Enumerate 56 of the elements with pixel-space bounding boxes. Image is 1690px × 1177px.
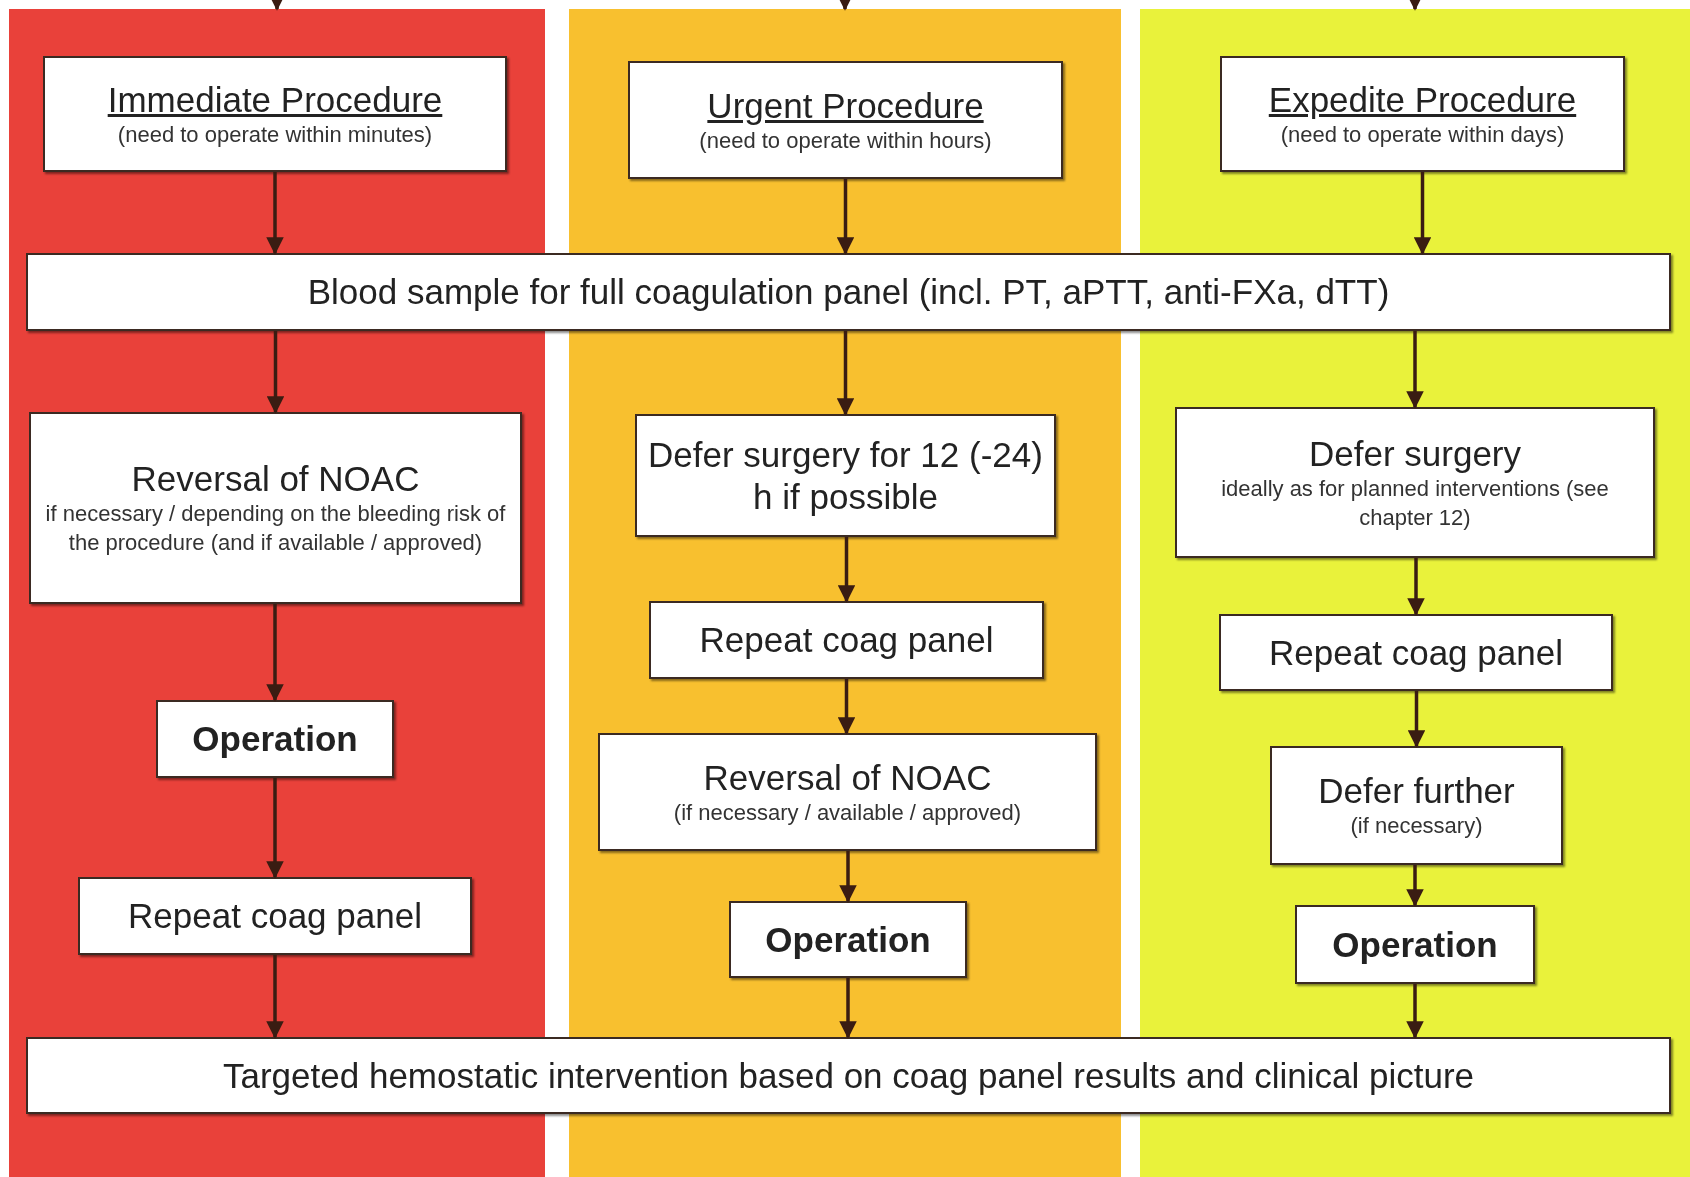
arrow [837,679,856,735]
box-title: Defer surgery [1309,432,1521,475]
arrow [837,537,856,603]
procedure-box [1220,56,1625,172]
arrow [1406,331,1424,409]
box-title: Operation [192,718,358,760]
box-title: Repeat coag panel [699,619,994,661]
arrow [1413,172,1432,255]
box-note: (need to operate within hours) [699,126,992,155]
arrow [1407,558,1425,616]
procedure-box [628,61,1063,179]
box-note: (need to operate within minutes) [117,120,433,149]
box-title: Repeat coag panel [128,895,422,937]
arrow [266,172,284,255]
box-title: Repeat coag panel [1269,631,1563,674]
process-box [1175,407,1655,558]
procedure-box [43,56,507,172]
box-title: Defer surgery for 12 (-24) h if possible [647,433,1044,518]
box-title: Reversal of NOAC [131,458,420,501]
process-box [1219,614,1613,691]
arrow [266,604,284,702]
arrow [1407,691,1426,748]
box-title: Defer further [1318,770,1515,813]
box-title: Reversal of NOAC [703,756,992,799]
box-note: (if necessary / available / approved) [673,798,1022,827]
box-title: Blood sample for full coagulation panel (incl. PT, aPTT, anti-FXa, dTT) [307,271,1390,313]
box-title: Targeted hemostatic intervention based on coag panel results and clinical picture [223,1054,1474,1097]
arrow [266,955,284,1039]
operation-box [156,700,394,778]
process-banner [26,253,1671,331]
box-title: Operation [765,918,931,961]
arrow [1406,984,1424,1039]
box-note: if necessary / depending on the bleeding risk of the procedure (and if available / approved) [44,500,507,557]
arrow [836,179,855,255]
operation-box [729,901,967,978]
operation-box [1295,905,1535,984]
process-box [78,877,472,955]
box-note: (need to operate within days) [1280,120,1565,149]
arrow [839,851,857,903]
process-box [635,414,1056,537]
process-box [649,601,1044,679]
arrow [836,331,855,416]
box-title: Expedite Procedure [1268,78,1577,121]
arrow [839,978,857,1039]
arrow [1406,865,1424,907]
box-note: (if necessary) [1350,812,1483,841]
process-banner [26,1037,1671,1114]
process-box [29,412,522,604]
process-box [1270,746,1563,865]
arrow [266,331,285,414]
box-note: ideally as for planned interventions (see chapter 12) [1220,474,1610,532]
arrow [266,778,284,879]
box-title: Immediate Procedure [107,78,443,121]
process-box [598,733,1097,851]
box-title: Operation [1332,923,1498,966]
box-title: Urgent Procedure [707,84,984,127]
